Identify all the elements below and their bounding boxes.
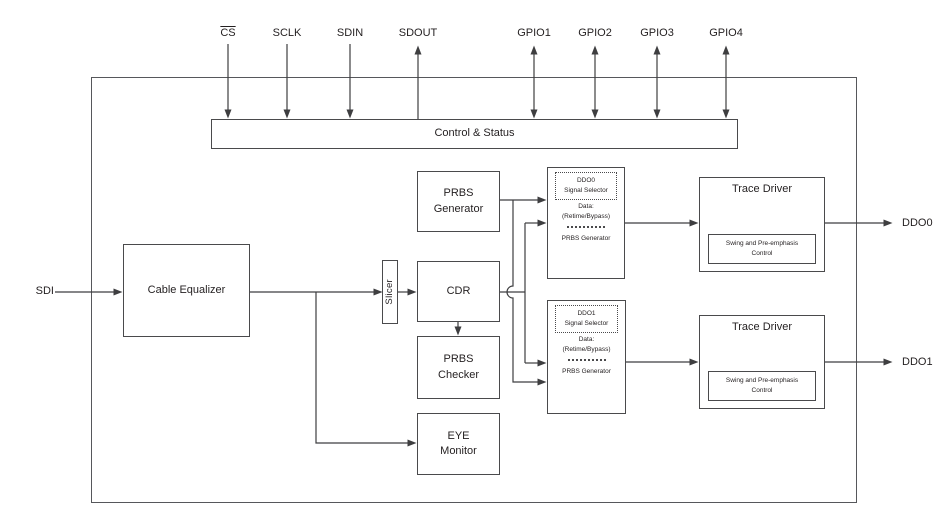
ddo0-selector-title-line2: Signal Selector (564, 187, 608, 194)
arrowhead-gpio3-up (653, 45, 661, 55)
block-control-status: Control & Status (211, 119, 738, 149)
cable-equalizer-label: Cable Equalizer (147, 283, 226, 296)
block-ddo1-signal-selector: DDO1 Signal Selector Data: (Retime/Bypas… (547, 300, 626, 414)
chip-outline (91, 77, 857, 503)
cdr-label: CDR (446, 284, 471, 297)
pin-label-cs: CS (220, 27, 236, 39)
ddo0-selector-title-line1: DDO0 (576, 177, 596, 185)
block-cdr: CDR (417, 261, 500, 322)
arrowhead-into-trace-driver-1 (689, 358, 699, 366)
arrowhead-ddo0-out (883, 219, 893, 227)
eye-monitor-label-line1: EYE (447, 429, 470, 442)
pin-label-gpio2: GPIO2 (578, 27, 612, 39)
arrowhead-prbs-into-ddo0-selector (537, 196, 547, 204)
pin-label-gpio3: GPIO3 (640, 27, 674, 39)
prbs-checker-label-line2: Checker (438, 368, 479, 381)
block-trace-driver-1: Trace Driver Swing and Pre-emphasis Cont… (699, 315, 825, 409)
trace-driver-1-label: Trace Driver (731, 321, 793, 333)
port-label-ddo1: DDO1 (902, 356, 933, 368)
block-trace-driver-0: Trace Driver Swing and Pre-emphasis Cont… (699, 177, 825, 272)
block-prbs-generator: PRBS Generator (417, 171, 500, 232)
arrowhead-sdout-up (414, 45, 422, 55)
arrowhead-into-cdr (407, 288, 417, 296)
ddo0-selector-data-line2: (Retime/Bypass) (561, 213, 611, 221)
control-status-label: Control & Status (434, 127, 515, 140)
ddo0-selector-title-box: DDO0 Signal Selector (555, 172, 617, 200)
port-label-sdi: SDI (35, 285, 54, 297)
trace-driver-0-label: Trace Driver (731, 183, 793, 195)
ddo1-selector-title-box: DDO1 Signal Selector (555, 305, 618, 333)
arrowhead-sdin-down (346, 109, 354, 119)
arrowhead-into-slicer (373, 288, 383, 296)
pin-label-gpio4: GPIO4 (709, 27, 743, 39)
arrowhead-gpio4-down (722, 109, 730, 119)
arrowhead-gpio2-down (591, 109, 599, 119)
port-label-ddo0: DDO0 (902, 217, 933, 229)
pin-label-sdin: SDIN (336, 27, 364, 39)
prbs-generator-label-line2: Generator (433, 202, 484, 215)
trace-driver-0-swing-line2: Control (751, 250, 773, 257)
trace-driver-1-swing-control: Swing and Pre-emphasis Control (708, 371, 816, 401)
eye-monitor-label-line2: Monitor (440, 445, 477, 457)
arrowhead-into-trace-driver-0 (689, 219, 699, 227)
arrowhead-into-eye-monitor (407, 439, 417, 447)
ddo0-selector-separator (567, 226, 605, 228)
ddo0-selector-prbs-option: PRBS Generator (561, 235, 611, 242)
arrowhead-gpio1-down (530, 109, 538, 119)
trace-driver-0-swing-control: Swing and Pre-emphasis Control (708, 234, 816, 264)
block-ddo0-signal-selector: DDO0 Signal Selector Data: (Retime/Bypas… (547, 167, 625, 279)
ddo1-selector-data-option: Data: (Retime/Bypass) (548, 335, 625, 356)
arrowhead-gpio1-up (530, 45, 538, 55)
block-prbs-checker: PRBS Checker (417, 336, 500, 399)
ddo1-selector-separator (567, 359, 606, 361)
trace-driver-0-swing-line1: Swing and Pre-emphasis (725, 239, 799, 247)
arrowhead-prbs-into-ddo1-selector (537, 378, 547, 386)
pin-label-sdout: SDOUT (398, 27, 438, 39)
trace-driver-1-swing-line1: Swing and Pre-emphasis (725, 376, 799, 384)
prbs-generator-label-line1: PRBS (443, 187, 474, 200)
ddo1-selector-title-line2: Signal Selector (564, 320, 609, 327)
block-cable-equalizer: Cable Equalizer (123, 244, 250, 337)
arrowhead-data-into-ddo1-selector (537, 359, 547, 367)
arrowhead-ddo1-out (883, 358, 893, 366)
ddo0-selector-data-option: Data: (Retime/Bypass) (548, 202, 624, 223)
arrowhead-data-into-ddo0-selector (537, 219, 547, 227)
ddo1-selector-data-line1: Data: (578, 336, 595, 343)
wire-branch-to-eye-monitor (315, 292, 408, 444)
ddo1-selector-title-line1: DDO1 (577, 310, 596, 318)
trace-driver-1-swing-line2: Control (751, 387, 773, 394)
ddo1-selector-data-line2: (Retime/Bypass) (562, 346, 611, 354)
arrowhead-gpio2-up (591, 45, 599, 55)
wire-prbs-gen-to-ddo1-selector-with-hop (506, 200, 538, 383)
ddo1-selector-prbs-option: PRBS Generator (562, 368, 611, 375)
pin-label-gpio1: GPIO1 (517, 27, 551, 39)
block-eye-monitor: EYE Monitor (417, 413, 500, 475)
arrowhead-gpio4-up (722, 45, 730, 55)
prbs-checker-label-line1: PRBS (443, 353, 474, 366)
arrowhead-cs-down (224, 109, 232, 119)
arrowhead-gpio3-down (653, 109, 661, 119)
arrowhead-sclk-down (283, 109, 291, 119)
arrowhead-into-prbs-checker (454, 326, 462, 336)
ddo0-selector-data-line1: Data: (578, 203, 594, 210)
arrowhead-sdi-in (113, 288, 123, 296)
pin-label-sclk: SCLK (272, 27, 302, 39)
